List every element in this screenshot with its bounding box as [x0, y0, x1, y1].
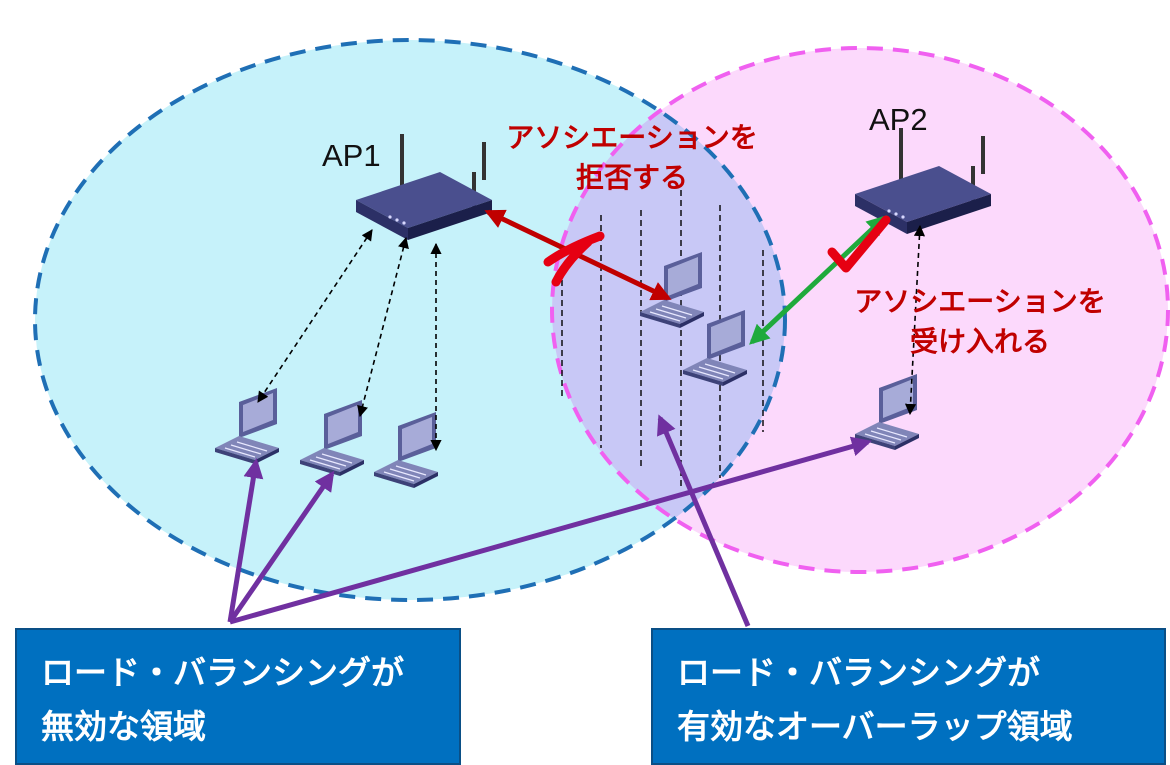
callout-text: ロード・バランシングが [677, 653, 1040, 692]
callout-text: 無効な領域 [41, 707, 206, 746]
ap1-label: AP1 [322, 138, 381, 173]
reject-annotation: アソシエーションを 拒否する [484, 118, 780, 198]
callout-text: 有効なオーバーラップ領域 [677, 707, 1073, 746]
callout-text: ロード・バランシングが [41, 653, 404, 692]
ap1-client-link [257, 229, 373, 403]
ap2-label: AP2 [869, 102, 928, 137]
accept-check-icon [827, 215, 891, 273]
callout-box-enabled: ロード・バランシングが 有効なオーバーラップ領域 [651, 628, 1166, 765]
ap1-client-link [357, 236, 409, 418]
callout-arrow-disabled [227, 470, 335, 624]
callout-box-disabled: ロード・バランシングが 無効な領域 [15, 628, 461, 765]
callout-arrow-enabled [657, 414, 751, 627]
accept-annotation: アソシエーションを 受け入れる [832, 282, 1128, 362]
callout-arrow-disabled [229, 436, 872, 625]
accepted-association-arrow [749, 215, 887, 345]
overlap-zone [552, 48, 785, 572]
accept-annotation-line: 受け入れる [909, 325, 1050, 358]
reject-annotation-line: アソシエーションを [506, 121, 758, 154]
reject-cross-icon [543, 231, 605, 287]
ap2-client-link [904, 224, 926, 416]
ap2-coverage-border [550, 46, 1170, 574]
reject-annotation-line: 拒否する [575, 161, 688, 194]
callout-arrow-disabled [227, 458, 264, 623]
accept-annotation-line: アソシエーションを [854, 285, 1106, 318]
